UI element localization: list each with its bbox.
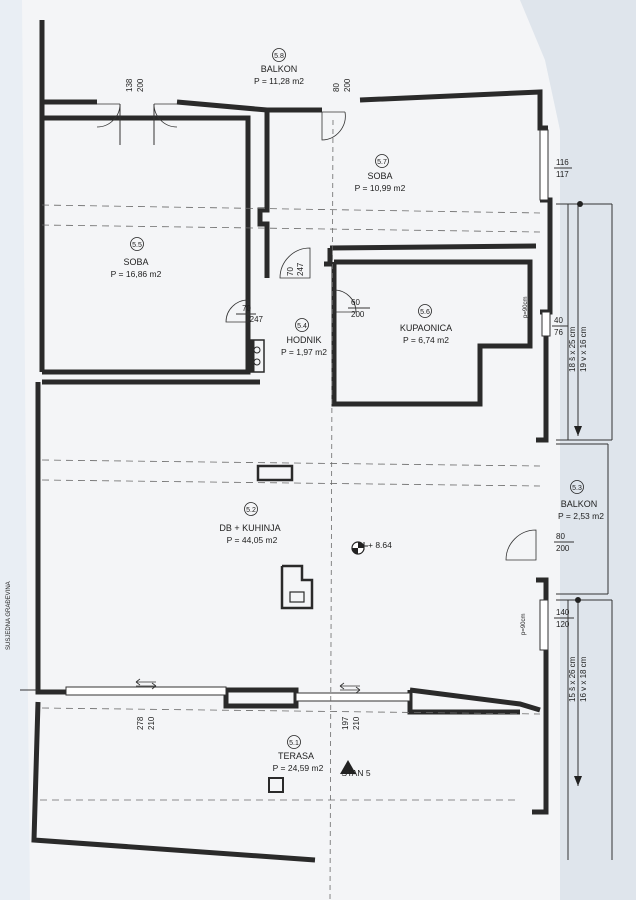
room-number-5-4: 5.4 xyxy=(297,323,307,330)
room-area-soba-right: P = 10,99 m2 xyxy=(355,183,406,193)
exterior-walls xyxy=(31,20,553,863)
room-name-kupaonica: KUPAONICA xyxy=(400,323,452,333)
opening-d11-w: 197 xyxy=(341,716,350,730)
opening-d6-h: 200 xyxy=(351,310,365,319)
room-name-soba-left: SOBA xyxy=(123,257,148,267)
room-number-5-5: 5.5 xyxy=(132,242,142,249)
room-number-5-6: 5.6 xyxy=(420,309,430,316)
opening-d9-h: 120 xyxy=(556,620,570,629)
room-area-soba-left: P = 16,86 m2 xyxy=(111,269,162,279)
opening-d1-w: 138 xyxy=(125,78,134,92)
opening-d2-w: 80 xyxy=(332,83,341,92)
room-area-hodnik: P = 1,97 m2 xyxy=(281,347,327,357)
stair-note-1: p=90cm xyxy=(523,296,529,318)
room-area-dnevni: P = 44,05 m2 xyxy=(227,535,278,545)
stair-dim-upper-2: 19 v x 16 cm xyxy=(579,326,588,372)
opening-d8-w: 80 xyxy=(556,532,565,541)
room-number-5-1: 5.1 xyxy=(289,740,299,747)
opening-d6-w: 60 xyxy=(351,298,360,307)
room-area-balkon-top: P = 11,28 m2 xyxy=(254,76,304,86)
room-labels: 5.8 BALKON P = 11,28 m2 5.7 SOBA P = 10,… xyxy=(111,48,604,773)
unit-label: STAN 5 xyxy=(341,768,370,778)
room-name-hodnik: HODNIK xyxy=(286,335,321,345)
opening-d4-w: 70 xyxy=(286,267,295,276)
opening-d5-w: 70 xyxy=(242,304,251,313)
stair-dim-upper: 18 š x 25 cm xyxy=(568,326,577,372)
opening-d3-w: 116 xyxy=(556,158,569,167)
stair-annotations: p=90cm p=90cm 18 š x 25 cm 19 v x 16 cm … xyxy=(521,296,588,702)
stair-dim-lower-2: 16 v x 18 cm xyxy=(579,656,588,702)
fixtures xyxy=(249,339,368,793)
neighbour-building-label: SUSJEDNA GRAĐEVINA xyxy=(6,581,12,650)
room-area-balkon-side: P = 2,53 m2 xyxy=(558,511,604,521)
opening-d11-h: 210 xyxy=(352,716,361,730)
doors xyxy=(96,103,537,561)
elevation-label: + 8.64 xyxy=(368,540,392,550)
room-name-dnevni: DB + KUHINJA xyxy=(219,523,280,533)
room-area-terasa: P = 24,59 m2 xyxy=(273,763,324,773)
room-name-balkon-top: BALKON xyxy=(261,64,298,74)
room-area-kupaonica: P = 6,74 m2 xyxy=(403,335,449,345)
opening-d1-h: 200 xyxy=(136,78,145,92)
opening-dimensions: 138 200 80 200 116 117 70 247 70 247 60 … xyxy=(125,78,574,730)
paper-sheet xyxy=(22,0,560,900)
room-number-5-3: 5.3 xyxy=(572,485,582,492)
room-name-soba-right: SOBA xyxy=(367,171,392,181)
opening-d5-h: 247 xyxy=(250,315,264,324)
opening-d3-h: 117 xyxy=(556,170,569,179)
stair-dim-lower: 15 š x 26 cm xyxy=(568,656,577,702)
room-number-5-8: 5.8 xyxy=(274,53,284,60)
windows xyxy=(20,129,551,702)
paper-edge-right xyxy=(520,0,636,900)
opening-d2-h: 200 xyxy=(343,78,352,92)
stair-note-2: p=90cm xyxy=(521,613,527,635)
room-name-balkon-side: BALKON xyxy=(561,499,598,509)
opening-d10-w: 278 xyxy=(136,716,145,730)
dashed-lines xyxy=(40,119,541,900)
opening-d7-h: 76 xyxy=(554,328,563,337)
opening-d10-h: 210 xyxy=(147,716,156,730)
stairs xyxy=(556,201,613,860)
room-name-terasa: TERASA xyxy=(278,751,314,761)
unit-marker-icon xyxy=(340,760,356,774)
room-number-5-7: 5.7 xyxy=(377,159,387,166)
room-number-5-2: 5.2 xyxy=(246,507,256,514)
sliding-arrows xyxy=(135,678,361,694)
opening-d8-h: 200 xyxy=(556,544,570,553)
opening-d7-w: 40 xyxy=(554,316,563,325)
opening-d4-h: 247 xyxy=(296,262,305,276)
opening-d9-w: 140 xyxy=(556,608,570,617)
